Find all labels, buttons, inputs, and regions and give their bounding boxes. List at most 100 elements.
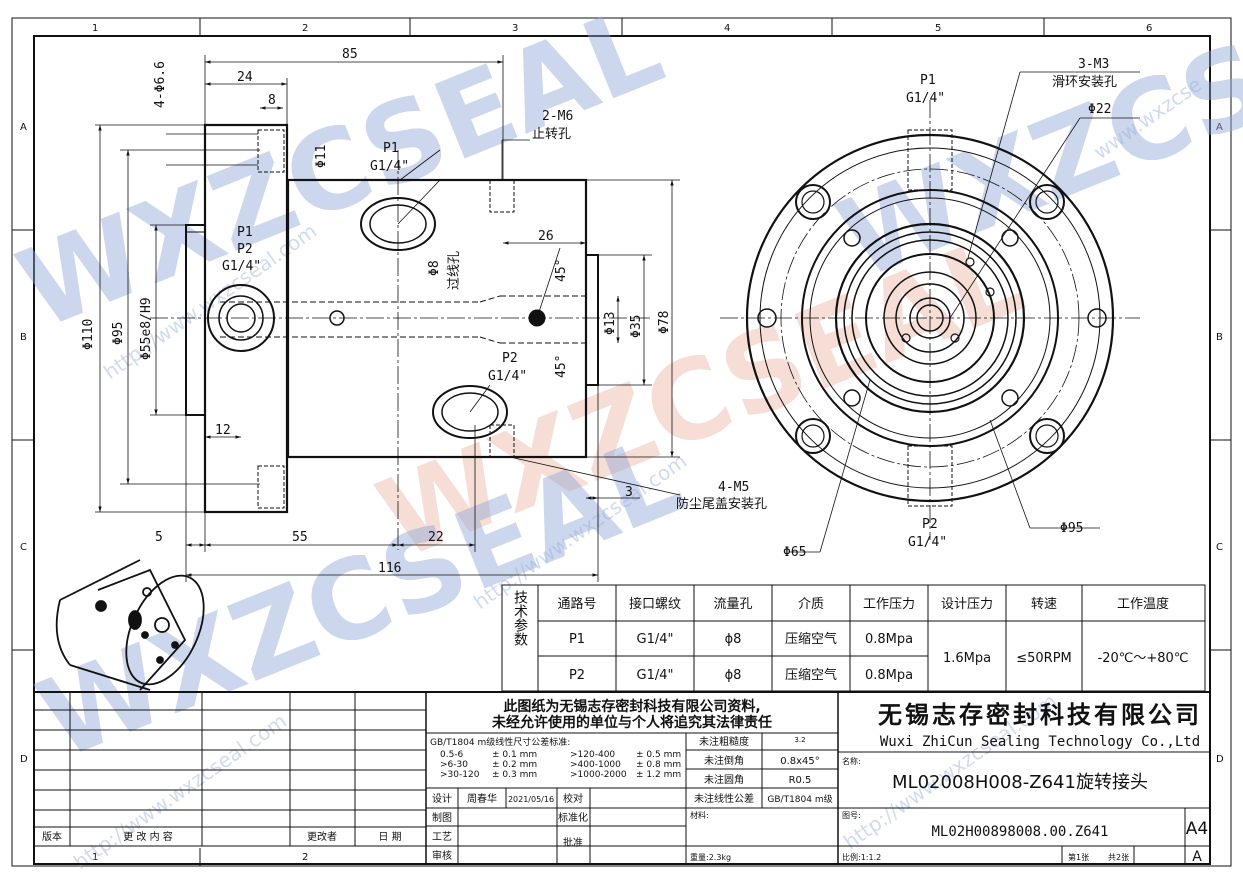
svg-text:>30-120: >30-120 [440, 770, 480, 780]
svg-text:压缩空气: 压缩空气 [785, 667, 837, 683]
svg-text:± 0.8 mm: ± 0.8 mm [636, 760, 681, 770]
svg-text:未经允许使用的单位与个人将追究其法律责任: 未经允许使用的单位与个人将追究其法律责任 [492, 714, 772, 731]
front-dimension-text: 85 24 8 4-Φ6.6 Φ11 Φ110 Φ95 Φ55e8/H9 12 … [81, 47, 767, 576]
zone-labels: 1 2 3 4 5 6 A B C D A B C D 1 2 [20, 23, 1224, 863]
svg-text:P2: P2 [237, 242, 253, 257]
svg-text:G1/4": G1/4" [637, 668, 674, 683]
svg-text:WXZCSEAL: WXZCSEAL [822, 0, 1243, 304]
svg-text:Wuxi ZhiCun Sealing Technology: Wuxi ZhiCun Sealing Technology Co.,Ltd [880, 734, 1200, 750]
svg-text:85: 85 [342, 47, 358, 62]
svg-text:设计: 设计 [432, 792, 452, 805]
svg-text:45°: 45° [554, 355, 569, 378]
svg-text:介质: 介质 [798, 597, 824, 612]
svg-text:3: 3 [512, 23, 518, 34]
svg-text:G1/4": G1/4" [222, 259, 261, 274]
svg-text:24: 24 [237, 70, 253, 85]
svg-text:2: 2 [302, 852, 308, 863]
svg-text:≤50RPM: ≤50RPM [1016, 651, 1072, 666]
svg-text:>120-400: >120-400 [570, 750, 615, 760]
title-block [33, 691, 1211, 865]
svg-text:比例:1:1.2: 比例:1:1.2 [842, 852, 881, 862]
svg-text:2-M6: 2-M6 [542, 109, 573, 124]
svg-text:>6-30: >6-30 [440, 760, 468, 770]
svg-text:周春华: 周春华 [467, 792, 497, 805]
svg-text:A: A [1216, 122, 1223, 133]
svg-text:6: 6 [1146, 23, 1152, 34]
svg-text:图号:: 图号: [842, 811, 861, 820]
tech-table [501, 584, 1206, 692]
svg-text:G1/4": G1/4" [908, 535, 947, 550]
svg-text:0.8x45°: 0.8x45° [780, 756, 820, 767]
svg-text:工作温度: 工作温度 [1117, 596, 1169, 612]
svg-text:116: 116 [378, 561, 401, 576]
tech-table-text: 技术参数 通路号 接口螺纹 流量孔 介质 工作压力 设计压力 转速 工作温度 P… [512, 590, 1188, 683]
svg-text:流量孔: 流量孔 [713, 597, 752, 612]
svg-text:Φ78: Φ78 [657, 311, 672, 334]
svg-text:4-Φ6.6: 4-Φ6.6 [153, 61, 168, 108]
svg-text:D: D [20, 754, 28, 765]
svg-text:>400-1000: >400-1000 [570, 760, 621, 770]
svg-text:Φ65: Φ65 [783, 545, 806, 560]
svg-text:未注圆角: 未注圆角 [704, 773, 744, 786]
svg-text:转速: 转速 [1031, 597, 1057, 612]
svg-text:2: 2 [302, 23, 308, 34]
svg-text:A: A [1192, 849, 1202, 865]
side-text: P1 G1/4" 3-M3 滑环安装孔 Φ22 P2 G1/4" Φ95 Φ65 [783, 57, 1117, 560]
svg-text:55: 55 [292, 530, 308, 545]
svg-text:未注粗糙度: 未注粗糙度 [699, 735, 749, 748]
svg-text:Φ13: Φ13 [603, 312, 618, 335]
svg-text:未注倒角: 未注倒角 [704, 754, 744, 767]
svg-text:4-M5: 4-M5 [718, 480, 749, 495]
svg-text:Φ95: Φ95 [111, 322, 126, 345]
svg-text:P2: P2 [922, 517, 938, 532]
svg-text:工艺: 工艺 [432, 831, 452, 843]
svg-text:Φ95: Φ95 [1060, 521, 1083, 536]
svg-text:接口螺纹: 接口螺纹 [629, 596, 681, 612]
svg-text:无锡志存密封科技有限公司: 无锡志存密封科技有限公司 [878, 701, 1202, 729]
svg-text:工作压力: 工作压力 [863, 597, 915, 612]
svg-text:A: A [20, 122, 27, 133]
svg-text:重量:2.3kg: 重量:2.3kg [690, 852, 731, 862]
svg-text:8: 8 [268, 93, 276, 108]
svg-text:止转孔: 止转孔 [532, 127, 571, 142]
side-leaders [790, 71, 1140, 553]
svg-text:校对: 校对 [563, 792, 583, 805]
svg-text:2021/05/16: 2021/05/16 [508, 795, 554, 804]
svg-text:此图纸为无锡志存密封科技有限公司资料,: 此图纸为无锡志存密封科技有限公司资料, [503, 698, 760, 715]
svg-text:5: 5 [935, 23, 941, 34]
svg-text:材料:: 材料: [690, 810, 709, 820]
svg-text:3: 3 [625, 485, 633, 500]
svg-text:Φ110: Φ110 [81, 319, 96, 350]
svg-text:± 0.3 mm: ± 0.3 mm [492, 770, 537, 780]
svg-text:G1/4": G1/4" [370, 159, 409, 174]
svg-text:R0.5: R0.5 [789, 775, 812, 786]
zone-dividers [12, 18, 1231, 866]
svg-text:第1张: 第1张 [1068, 852, 1089, 862]
svg-text:Φ8: Φ8 [427, 260, 442, 276]
svg-text:ML02H00898008.00.Z641: ML02H00898008.00.Z641 [931, 824, 1108, 840]
svg-text:GB/T1804 m级: GB/T1804 m级 [767, 793, 832, 805]
svg-text:标准化: 标准化 [558, 811, 588, 824]
svg-text:B: B [1216, 332, 1223, 343]
svg-text:C: C [1216, 542, 1223, 553]
svg-text:± 0.5 mm: ± 0.5 mm [636, 750, 681, 760]
svg-text:P2: P2 [502, 351, 518, 366]
svg-text:>1000-2000: >1000-2000 [570, 770, 627, 780]
svg-text:45°: 45° [554, 259, 569, 282]
front-view [150, 123, 650, 550]
svg-text:更改者: 更改者 [307, 830, 337, 843]
svg-text:C: C [20, 542, 27, 553]
svg-text:Φ22: Φ22 [1088, 102, 1111, 117]
side-view [720, 100, 1140, 540]
svg-text:过线孔: 过线孔 [447, 251, 462, 290]
svg-text:G1/4": G1/4" [906, 91, 945, 106]
svg-text:GB/T1804 m级线性尺寸公差标准:: GB/T1804 m级线性尺寸公差标准: [430, 736, 570, 748]
front-dimensions [95, 55, 681, 582]
title-block-text: 此图纸为无锡志存密封科技有限公司资料, 未经允许使用的单位与个人将追究其法律责任… [42, 698, 1208, 865]
svg-text:1: 1 [92, 23, 98, 34]
svg-text:版本: 版本 [42, 830, 62, 843]
svg-text:B: B [20, 332, 27, 343]
svg-text:3-M3: 3-M3 [1078, 57, 1109, 72]
svg-text:12: 12 [215, 423, 231, 438]
svg-text:ML02008H008-Z641旋转接头: ML02008H008-Z641旋转接头 [892, 772, 1148, 793]
